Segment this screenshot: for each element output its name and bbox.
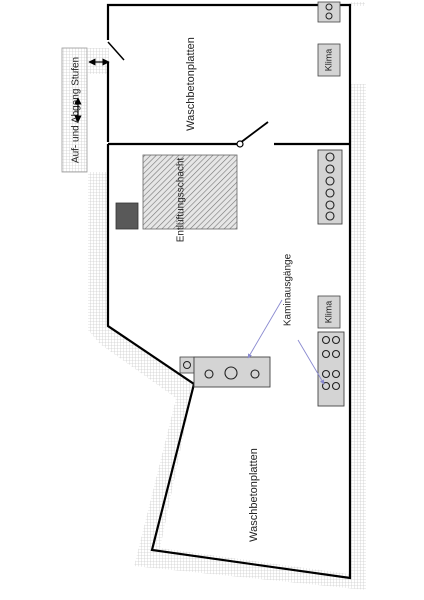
dark-square-block — [115, 202, 139, 230]
top-clima-unit — [317, 1, 341, 23]
stairs-label: Auf- und Abgang Stufen — [71, 57, 82, 163]
stairs-area: Auf- und Abgang Stufen — [61, 47, 110, 173]
clima-top-label: Klima — [323, 49, 333, 72]
clima-mid-box: Klima — [317, 295, 341, 329]
chimney-unit-top — [317, 149, 343, 225]
door-hinge — [236, 140, 244, 148]
chimney-unit-left — [179, 356, 271, 388]
top-clima-box: Klima — [317, 43, 341, 77]
clima-mid-label: Klima — [323, 301, 333, 324]
chimney-unit-right — [317, 331, 345, 407]
walls — [106, 3, 352, 580]
paving-top-label: Waschbetonplatten — [185, 37, 197, 131]
vent-shaft-label: Entlüftungsschacht — [176, 158, 187, 243]
vent-shaft: Entlüftungsschacht — [142, 154, 238, 243]
chimney-outlets-annotation: Kaminausgänge — [247, 253, 325, 385]
grid-border — [88, 2, 366, 590]
paving-bottom-label: Waschbetonplatten — [248, 448, 260, 542]
chimney-outlets-label: Kaminausgänge — [283, 253, 294, 326]
